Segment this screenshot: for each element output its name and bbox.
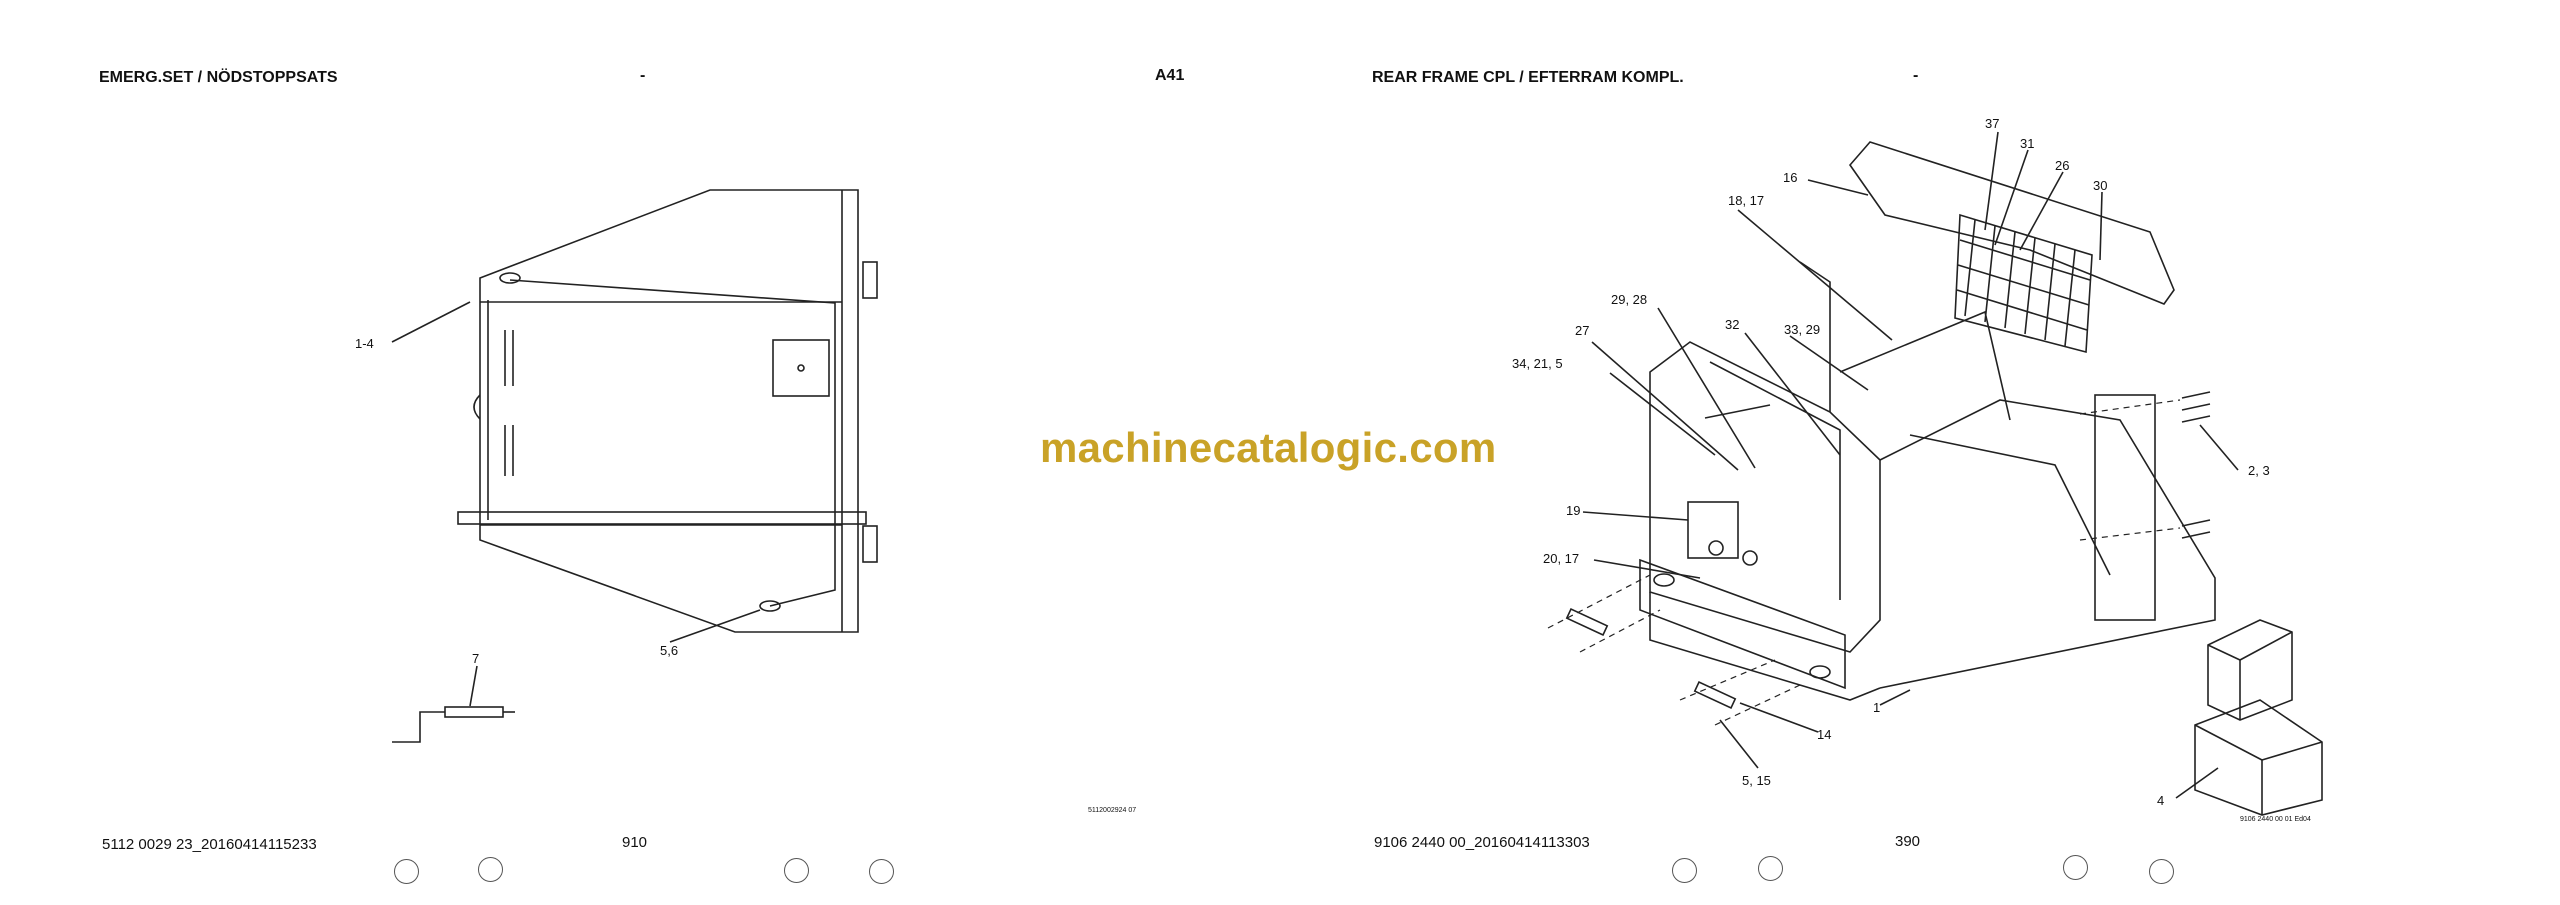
callout-29-28: 29, 28: [1611, 292, 1648, 307]
callout-1-4: 1-4: [355, 336, 374, 351]
callout-7: 7: [472, 651, 480, 666]
callout-16: 16: [1783, 170, 1798, 185]
callout-5-15: 5, 15: [1742, 773, 1771, 788]
punch-hole: [1672, 858, 1697, 883]
center-page-label: A41: [1155, 67, 1185, 84]
rear-frame-drawing: [1547, 131, 2323, 816]
callout-4: 4: [2157, 793, 2165, 808]
punch-hole: [1758, 856, 1783, 881]
watermark: machinecatalogic.com: [1040, 424, 1497, 471]
left-drawing-ref: 5112002924 07: [1088, 807, 1137, 814]
callout-31: 31: [2020, 136, 2035, 151]
punch-hole: [869, 859, 894, 884]
callout-2-3: 2, 3: [2248, 463, 2270, 478]
callout-32: 32: [1725, 317, 1740, 332]
callout-14: 14: [1817, 727, 1832, 742]
callout-5-6: 5,6: [660, 643, 679, 658]
left-page-title: EMERG.SET / NÖDSTOPPSATS: [99, 69, 338, 86]
punch-hole: [478, 857, 503, 882]
punch-hole: [394, 859, 419, 884]
callout-30: 30: [2093, 178, 2108, 193]
callout-19: 19: [1566, 503, 1581, 518]
callout-18-17: 18, 17: [1728, 193, 1765, 208]
left-footer-code: 5112 0029 23_20160414115233: [102, 836, 317, 853]
callout-26: 26: [2055, 158, 2070, 173]
callout-27: 27: [1575, 323, 1590, 338]
emergency-stop-cabinet-drawing: [391, 189, 878, 743]
punch-hole: [784, 858, 809, 883]
callout-37: 37: [1985, 116, 2000, 131]
right-footer-code: 9106 2440 00_20160414113303: [1374, 834, 1590, 851]
punch-hole: [2063, 855, 2088, 880]
callout-20-17: 20, 17: [1543, 551, 1580, 566]
right-page-number: 390: [1895, 833, 1921, 850]
punch-hole: [2149, 859, 2174, 884]
right-drawing-ref: 9106 2440 00 01 Ed04: [2240, 816, 2311, 823]
callout-33-29: 33, 29: [1784, 322, 1821, 337]
right-page-title: REAR FRAME CPL / EFTERRAM KOMPL.: [1372, 69, 1684, 86]
callout-1: 1: [1873, 700, 1881, 715]
left-page-number: 910: [622, 834, 648, 851]
callout-34-21-5: 34, 21, 5: [1512, 356, 1563, 371]
right-page-dash: -: [1913, 67, 1919, 84]
left-page-dash: -: [640, 67, 646, 84]
